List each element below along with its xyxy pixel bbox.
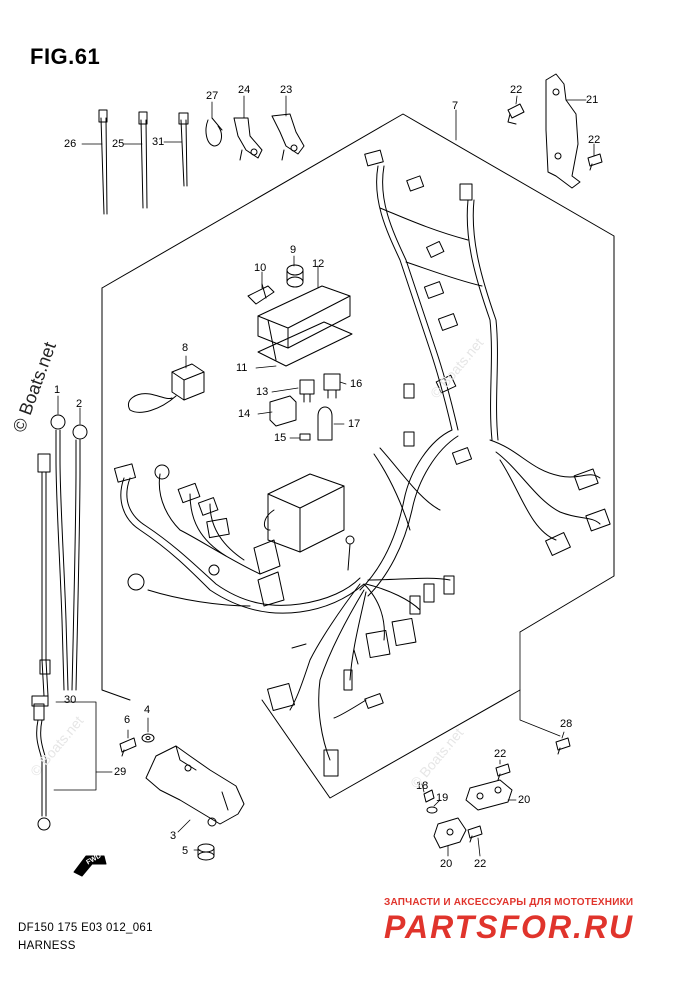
callout-24: 24 xyxy=(238,84,251,96)
clamp-27[interactable] xyxy=(205,117,223,147)
callout-6: 6 xyxy=(124,714,131,726)
brand-logo: PARTSFOR.RU xyxy=(384,909,635,945)
harness-bottom-branches[interactable] xyxy=(267,575,455,777)
callout-5: 5 xyxy=(182,845,189,857)
callout-10: 10 xyxy=(254,262,267,274)
cable-tie-25[interactable] xyxy=(138,111,148,209)
assembly-outline xyxy=(101,113,615,799)
relay-13[interactable] xyxy=(299,379,315,403)
harness-left[interactable] xyxy=(113,463,365,614)
bracket-20-lower[interactable] xyxy=(433,817,467,849)
callout-15: 15 xyxy=(274,432,287,444)
fuse-box-cover-12[interactable] xyxy=(257,285,351,361)
callout-11: 11 xyxy=(236,362,248,374)
callout-1: 1 xyxy=(54,384,61,396)
callout-20-upper: 20 xyxy=(518,794,531,806)
bolt-22-lower[interactable] xyxy=(495,763,511,781)
fwd-arrow-icon xyxy=(73,855,107,877)
callout-22-bottom: 22 xyxy=(474,858,487,870)
relay-8[interactable] xyxy=(128,363,205,413)
section-name: HARNESS xyxy=(18,940,76,952)
callout-22-right: 22 xyxy=(588,134,601,146)
callout-21: 21 xyxy=(586,94,599,106)
leader-lines xyxy=(53,95,595,857)
bolt-18[interactable] xyxy=(423,789,435,803)
bracket-3[interactable] xyxy=(145,745,245,827)
callout-30: 30 xyxy=(64,694,77,706)
grommet-5[interactable] xyxy=(197,843,215,861)
cap-9[interactable] xyxy=(286,264,304,288)
relay-14[interactable] xyxy=(269,395,297,427)
clip-10[interactable] xyxy=(247,283,275,305)
bolt-28[interactable] xyxy=(555,737,571,755)
bolt-22-bottom[interactable] xyxy=(467,825,483,843)
callout-27: 27 xyxy=(206,90,219,102)
callout-3: 3 xyxy=(170,830,177,842)
relay-16[interactable] xyxy=(323,373,341,399)
nut-19[interactable] xyxy=(426,806,438,814)
brand-subtitle: ЗАПЧАСТИ И АКСЕССУАРЫ ДЛЯ МОТОТЕХНИКИ xyxy=(384,897,634,908)
callout-22-lower: 22 xyxy=(494,748,507,760)
callout-4: 4 xyxy=(144,704,151,716)
callout-25: 25 xyxy=(112,138,125,150)
callout-20-lower: 20 xyxy=(440,858,453,870)
cable-tie-31[interactable] xyxy=(178,112,189,187)
bolt-22-top[interactable] xyxy=(507,103,525,125)
clamp-23[interactable] xyxy=(271,113,305,161)
diagram-code: DF150 175 E03 012_061 xyxy=(18,922,153,934)
bolt-22-right[interactable] xyxy=(587,153,603,171)
callout-17: 17 xyxy=(348,418,361,430)
bracket-20-upper[interactable] xyxy=(465,779,513,811)
callout-22-top: 22 xyxy=(510,84,523,96)
callout-26: 26 xyxy=(64,138,77,150)
wire-harness-30[interactable] xyxy=(37,453,51,697)
seal-11[interactable] xyxy=(257,321,353,367)
bolt-6[interactable] xyxy=(119,737,137,757)
callout-12: 12 xyxy=(312,258,325,270)
callout-23: 23 xyxy=(280,84,293,96)
callout-29: 29 xyxy=(114,766,127,778)
harness-lower-box[interactable] xyxy=(264,473,345,553)
callout-13: 13 xyxy=(256,386,269,398)
callout-8: 8 xyxy=(182,342,189,354)
callout-16: 16 xyxy=(350,378,363,390)
clamp-24[interactable] xyxy=(233,117,263,161)
battery-cable-2[interactable] xyxy=(71,424,88,691)
cable-tie-26[interactable] xyxy=(98,109,108,215)
washer-4[interactable] xyxy=(141,733,155,743)
callout-18: 18 xyxy=(416,780,429,792)
callout-7: 7 xyxy=(452,100,459,112)
callout-14: 14 xyxy=(238,408,251,420)
callout-2: 2 xyxy=(76,398,83,410)
callout-19: 19 xyxy=(436,792,449,804)
figure-title: FIG.61 xyxy=(30,44,101,69)
fuse-15[interactable] xyxy=(299,433,311,441)
bracket-21[interactable] xyxy=(545,73,581,189)
callout-28: 28 xyxy=(560,718,573,730)
fuse-17[interactable] xyxy=(317,406,333,441)
callout-9: 9 xyxy=(290,244,297,256)
callout-31: 31 xyxy=(152,136,165,148)
battery-cable-1[interactable] xyxy=(50,414,69,691)
harness-main-7[interactable] xyxy=(359,149,611,597)
wire-harness-29[interactable] xyxy=(31,695,51,831)
